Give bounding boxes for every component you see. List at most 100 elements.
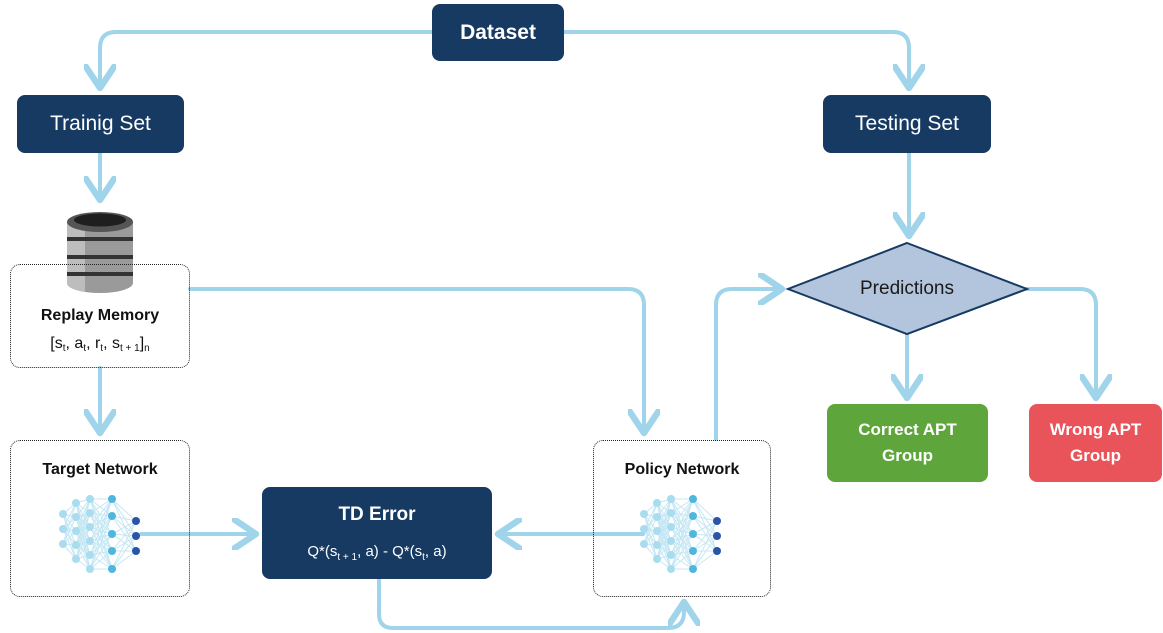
nn-node [667, 537, 675, 545]
nn-node [640, 540, 648, 548]
nn-node [689, 530, 697, 538]
nn-edge [89, 512, 113, 552]
nn-edge [62, 502, 77, 530]
nn-edge [111, 515, 137, 522]
nn-edge [670, 498, 694, 517]
nn-edge [670, 526, 694, 552]
nn-edge [75, 498, 91, 532]
neural-network-icon [640, 495, 721, 573]
nn-edge [670, 498, 694, 552]
policy-network-label: Policy Network [624, 461, 740, 478]
nn-edge [692, 520, 718, 570]
nn-edge [89, 540, 113, 552]
nn-node [108, 495, 116, 503]
nn-node [689, 495, 697, 503]
nn-edge [692, 533, 718, 552]
nn-edge [75, 512, 91, 560]
nn-edge [670, 550, 694, 570]
nn-edge [692, 515, 718, 537]
nn-edge [670, 498, 694, 556]
nn-node [72, 555, 80, 563]
nn-edge [89, 533, 113, 570]
nn-node [713, 547, 721, 555]
nn-edge [75, 498, 91, 560]
nn-edge [670, 498, 694, 514]
nn-edge [89, 533, 113, 556]
nn-node [713, 532, 721, 540]
nn-node [640, 510, 648, 518]
training-set-label: Trainig Set [50, 112, 151, 135]
nn-edge [670, 498, 694, 535]
nn-edge [89, 498, 113, 514]
nn-edge [692, 550, 718, 570]
wrong-line-2: Group [1070, 446, 1121, 465]
nn-edge [670, 533, 694, 556]
nn-edge [111, 498, 137, 522]
testing-set-node: Testing Set [823, 95, 991, 153]
nn-edge [75, 498, 91, 546]
nn-edge [670, 498, 694, 542]
nn-edge [656, 526, 672, 560]
nn-node [108, 547, 116, 555]
arrow-dataset-to-testing [562, 30, 909, 88]
nn-edge [89, 498, 113, 535]
nn-edge [89, 515, 113, 528]
nn-edge [670, 515, 694, 542]
nn-edge [75, 526, 91, 560]
nn-node [108, 512, 116, 520]
nn-edge [111, 535, 137, 570]
correct-apt-group-node: Correct APT Group [827, 404, 988, 482]
nn-edge [692, 535, 718, 552]
nn-node [667, 565, 675, 573]
nn-edge [670, 515, 694, 528]
nn-node [59, 510, 67, 518]
arrow-replay-to-policy [188, 287, 644, 433]
nn-edge [670, 498, 694, 570]
nn-edge [111, 550, 137, 570]
nn-node [653, 541, 661, 549]
nn-edge [692, 515, 718, 522]
nn-node [86, 537, 94, 545]
nn-edge [111, 533, 137, 537]
replay-memory-label: Replay Memory [40, 307, 160, 324]
nn-node [653, 513, 661, 521]
nn-node [132, 517, 140, 525]
nn-edge [62, 502, 77, 545]
nn-node [667, 551, 675, 559]
nn-edge [111, 535, 137, 552]
nn-edge [656, 498, 672, 532]
nn-node [653, 527, 661, 535]
neural-network-icon [59, 495, 140, 573]
nn-node [713, 517, 721, 525]
arrow-dataset-to-training [100, 30, 434, 88]
correct-line-1: Correct APT [858, 420, 957, 439]
database-icon [66, 212, 133, 293]
dataset-node: Dataset [432, 4, 564, 61]
nn-node [72, 513, 80, 521]
nn-node [689, 512, 697, 520]
predictions-label: Predictions [860, 278, 954, 299]
nn-edge [692, 498, 718, 522]
arrow-td-to-policy [377, 578, 684, 630]
nn-node [667, 523, 675, 531]
nn-edge [89, 526, 113, 552]
nn-edge [89, 515, 113, 570]
nn-edge [656, 512, 672, 560]
nn-edge [692, 515, 718, 552]
nn-edge [89, 498, 113, 542]
nn-node [72, 541, 80, 549]
nn-node [667, 495, 675, 503]
nn-edge [670, 533, 694, 570]
nn-node [108, 565, 116, 573]
nn-edge [111, 520, 137, 535]
nn-edge [692, 533, 718, 537]
td-error-formula: Q*(st + 1, a) - Q*(st, a) [307, 543, 447, 563]
nn-node [59, 525, 67, 533]
nn-edge [111, 533, 137, 552]
nn-node [689, 547, 697, 555]
nn-edge [656, 498, 672, 560]
nn-edge [62, 516, 77, 545]
training-set-node: Trainig Set [17, 95, 184, 153]
nn-node [86, 495, 94, 503]
